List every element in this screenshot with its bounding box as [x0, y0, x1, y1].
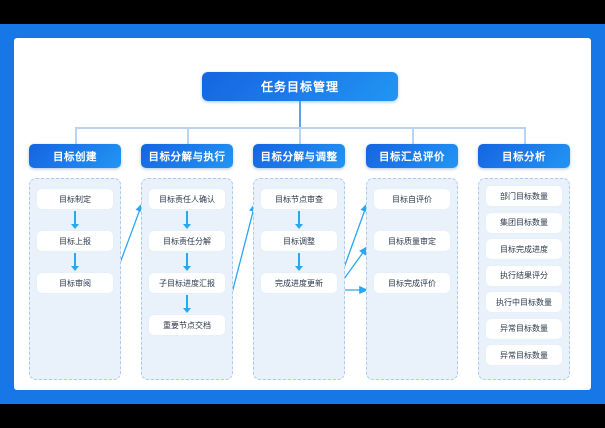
- spacer: [374, 251, 450, 273]
- card-group-goal-count[interactable]: 集团目标数量: [486, 212, 562, 233]
- card-goal-adjustment[interactable]: 目标调整: [261, 231, 337, 251]
- card-owner-confirmation[interactable]: 目标责任人确认: [149, 189, 225, 209]
- down-arrow-icon: [261, 251, 337, 273]
- column-body-goal-analysis: 部门目标数量 集团目标数量 目标完成进度 执行结果评分 执行中目标数量 异常目标…: [478, 178, 570, 380]
- card-abnormal-goal-count-1[interactable]: 异常目标数量: [486, 318, 562, 339]
- column-goal-breakdown-execution: 目标分解与执行 目标责任人确认 目标责任分解 子目标进度汇报 重要节点交档: [141, 144, 233, 380]
- card-in-progress-goal-count[interactable]: 执行中目标数量: [486, 292, 562, 312]
- column-goal-creation: 目标创建 目标制定 目标上报 目标审阅: [29, 144, 121, 380]
- down-arrow-icon: [261, 209, 337, 231]
- card-goal-review[interactable]: 目标审阅: [37, 273, 113, 293]
- down-arrow-icon: [37, 209, 113, 231]
- column-header-goal-summary-evaluation[interactable]: 目标汇总评价: [366, 144, 458, 168]
- card-abnormal-goal-count-2[interactable]: 异常目标数量: [486, 345, 562, 365]
- down-arrow-icon: [149, 209, 225, 231]
- card-goal-completion-progress[interactable]: 目标完成进度: [486, 239, 562, 259]
- column-header-goal-breakdown-adjustment[interactable]: 目标分解与调整: [253, 144, 345, 168]
- column-body-goal-breakdown-adjustment: 目标节点审查 目标调整 完成进度更新: [253, 178, 345, 380]
- root-node-task-goal-management[interactable]: 任务目标管理: [202, 72, 398, 101]
- column-header-goal-creation[interactable]: 目标创建: [29, 144, 121, 168]
- spacer: [486, 312, 562, 319]
- down-arrow-icon: [149, 251, 225, 273]
- column-header-goal-analysis[interactable]: 目标分析: [478, 144, 570, 168]
- card-progress-update[interactable]: 完成进度更新: [261, 273, 337, 293]
- column-goal-summary-evaluation: 目标汇总评价 目标自评价 目标质量审定 目标完成评价: [366, 144, 458, 380]
- card-milestone-document[interactable]: 重要节点交档: [149, 315, 225, 335]
- down-arrow-icon: [37, 251, 113, 273]
- tree-connector-drop-4: [412, 127, 414, 144]
- column-goal-breakdown-adjustment: 目标分解与调整 目标节点审查 目标调整 完成进度更新: [253, 144, 345, 380]
- tree-connector-drop-3: [299, 127, 301, 144]
- diagram-canvas: 任务目标管理 目标创建: [14, 38, 591, 390]
- card-goal-formulation[interactable]: 目标制定: [37, 189, 113, 209]
- card-goal-report[interactable]: 目标上报: [37, 231, 113, 251]
- card-goal-node-review[interactable]: 目标节点审查: [261, 189, 337, 209]
- down-arrow-icon: [149, 293, 225, 315]
- column-goal-analysis: 目标分析 部门目标数量 集团目标数量 目标完成进度 执行结果评分 执行中目标数量…: [478, 144, 570, 380]
- column-body-goal-creation: 目标制定 目标上报 目标审阅: [29, 178, 121, 380]
- tree-connector-root-drop: [299, 101, 301, 128]
- card-department-goal-count[interactable]: 部门目标数量: [486, 186, 562, 206]
- card-goal-completion-evaluation[interactable]: 目标完成评价: [374, 273, 450, 293]
- card-execution-result-score[interactable]: 执行结果评分: [486, 265, 562, 286]
- card-goal-quality-review[interactable]: 目标质量审定: [374, 231, 450, 251]
- tree-connector-drop-1: [75, 127, 77, 144]
- card-responsibility-breakdown[interactable]: 目标责任分解: [149, 231, 225, 251]
- column-body-goal-breakdown-execution: 目标责任人确认 目标责任分解 子目标进度汇报 重要节点交档: [141, 178, 233, 380]
- diagram-frame: 任务目标管理 目标创建: [0, 24, 605, 404]
- spacer: [486, 206, 562, 213]
- spacer: [374, 209, 450, 231]
- tree-connector-drop-2: [187, 127, 189, 144]
- column-body-goal-summary-evaluation: 目标自评价 目标质量审定 目标完成评价: [366, 178, 458, 380]
- spacer: [486, 259, 562, 266]
- tree-connector-drop-5: [524, 127, 526, 144]
- column-header-goal-breakdown-execution[interactable]: 目标分解与执行: [141, 144, 233, 168]
- card-subgoal-progress-report[interactable]: 子目标进度汇报: [149, 273, 225, 293]
- card-goal-self-evaluation[interactable]: 目标自评价: [374, 189, 450, 209]
